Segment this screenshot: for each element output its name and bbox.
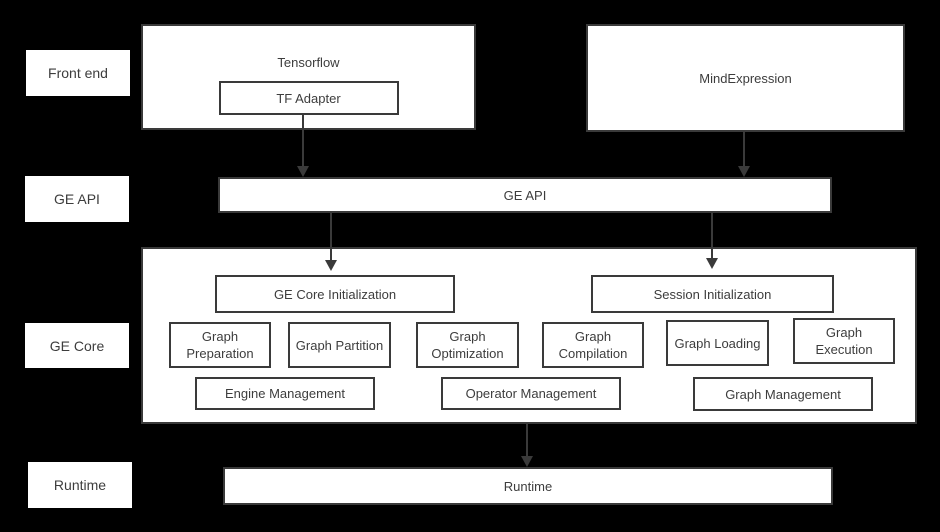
- module-label: Graph Loading: [674, 335, 761, 351]
- arrow-down-icon: [325, 260, 337, 271]
- arrow-geapi-to-session-initialization: [706, 212, 718, 269]
- module-box-graph-preparation: Graph Preparation: [169, 322, 271, 368]
- engine-management-box: Engine Management: [195, 377, 375, 410]
- row-label-ge-core: GE Core: [25, 323, 129, 368]
- operator-management-box: Operator Management: [441, 377, 621, 410]
- module-label: Graph Optimization: [431, 329, 504, 361]
- arrow-down-icon: [521, 456, 533, 467]
- arrow-shaft: [526, 424, 528, 456]
- row-label-ge-api: GE API: [25, 176, 129, 222]
- graph-management-box: Graph Management: [693, 377, 873, 411]
- arrow-down-icon: [738, 166, 750, 177]
- module-label: Graph Preparation: [186, 329, 254, 361]
- module-box-graph-loading: Graph Loading: [666, 320, 769, 366]
- ge-core-initialization-box: GE Core Initialization: [215, 275, 455, 313]
- runtime-bar: Runtime: [223, 467, 833, 505]
- arrow-gecore-to-runtime: [521, 424, 533, 467]
- arrow-down-icon: [706, 258, 718, 269]
- arrow-geapi-to-gecore-initialization: [325, 212, 337, 271]
- arrow-shaft: [302, 114, 304, 166]
- tensorflow-box: Tensorflow TF Adapter: [141, 24, 476, 130]
- arrow-tfadapter-to-geapi: [297, 114, 309, 177]
- ge-api-bar: GE API: [218, 177, 832, 213]
- arrow-shaft: [743, 132, 745, 166]
- arrow-shaft: [711, 212, 713, 258]
- ge-core-box: GE Core Initialization Session Initializ…: [141, 247, 917, 424]
- module-label: Graph Compilation: [558, 329, 628, 361]
- module-label: Graph Execution: [815, 325, 873, 357]
- session-initialization-box: Session Initialization: [591, 275, 834, 313]
- tensorflow-title: Tensorflow: [277, 55, 340, 70]
- module-box-graph-partition: Graph Partition: [288, 322, 391, 368]
- mindexpression-box: MindExpression: [586, 24, 905, 132]
- row-label-front-end: Front end: [26, 50, 130, 96]
- row-label-runtime: Runtime: [28, 462, 132, 508]
- module-label: Graph Partition: [295, 337, 384, 353]
- arrow-shaft: [330, 212, 332, 260]
- arrow-mindexpression-to-geapi: [738, 132, 750, 177]
- arrow-down-icon: [297, 166, 309, 177]
- tf-adapter-box: TF Adapter: [218, 81, 399, 115]
- module-box-graph-optimization: Graph Optimization: [416, 322, 519, 368]
- module-box-graph-compilation: Graph Compilation: [542, 322, 644, 368]
- module-box-graph-execution: Graph Execution: [793, 318, 895, 364]
